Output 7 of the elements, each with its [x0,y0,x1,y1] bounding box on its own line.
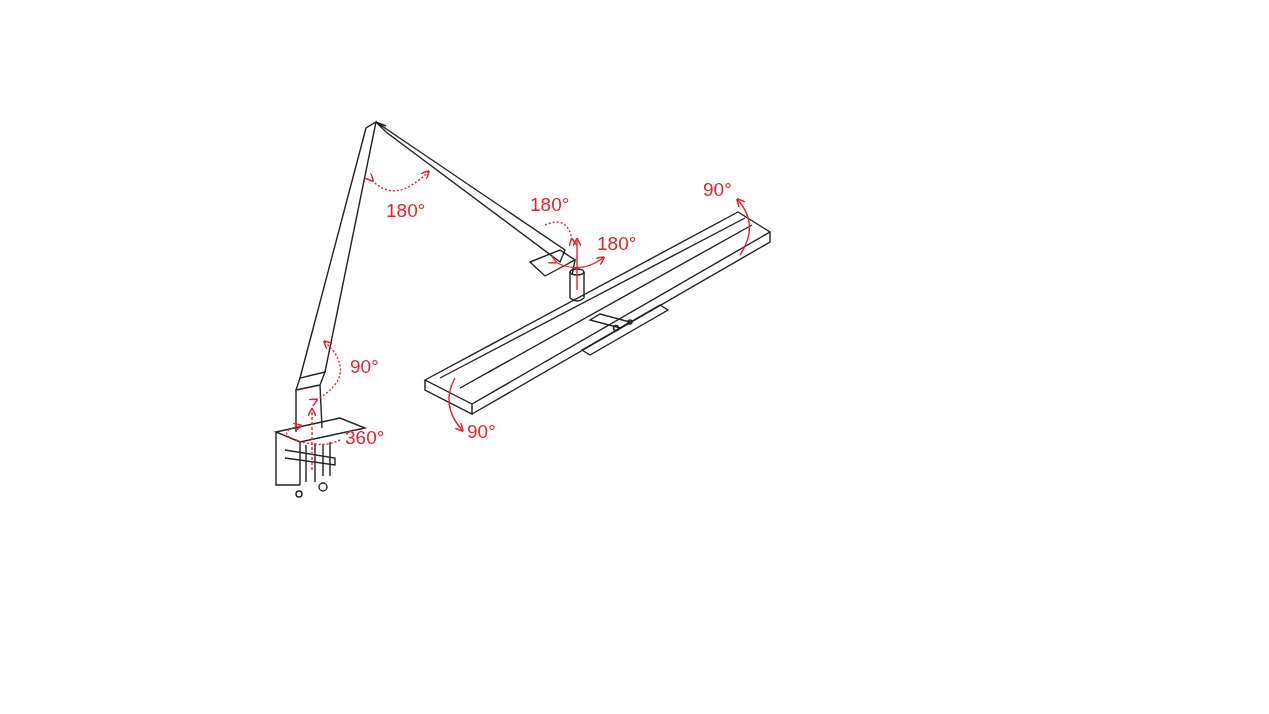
angle-label: 90° [350,357,379,377]
angle-label: 180° [386,201,426,221]
angle-label: 90° [703,180,732,200]
angle-label: 90° [467,422,496,442]
angle-label: 360° [345,428,385,448]
angle-label: 180° [597,234,637,254]
angle-label: 180° [530,195,570,215]
